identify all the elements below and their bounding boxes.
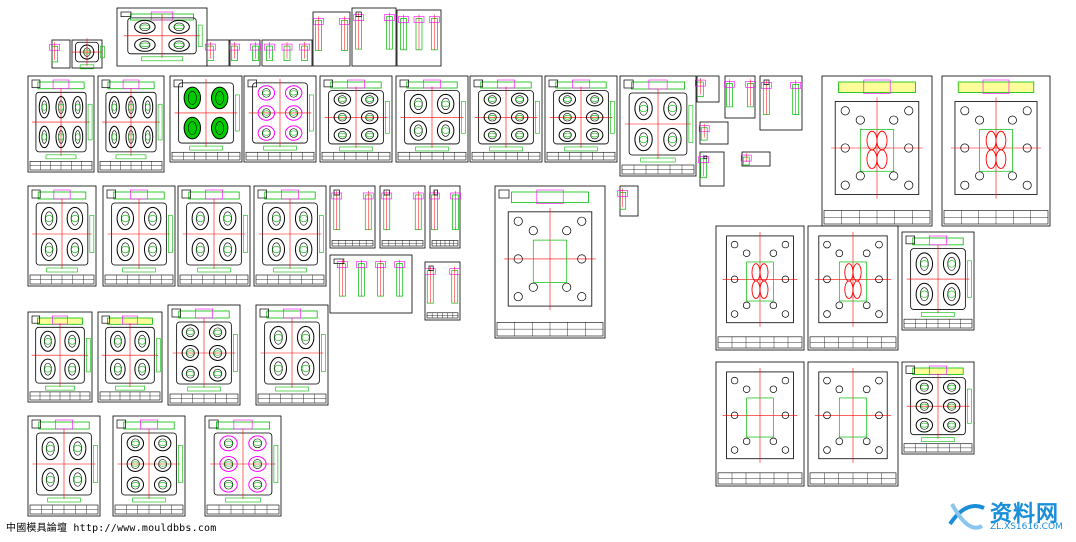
title-block <box>114 504 184 515</box>
drawing-sheet <box>619 75 697 177</box>
drawing-sheet <box>319 75 393 163</box>
title-block <box>29 391 91 401</box>
drawing-sheet <box>27 75 95 173</box>
drawing-sheet <box>116 7 208 67</box>
title-block <box>809 336 897 349</box>
drawing-sheet <box>205 39 230 67</box>
drawing-sheet <box>112 415 186 517</box>
title-block <box>823 210 931 225</box>
drawing-sheet <box>617 185 639 217</box>
title-block <box>431 240 459 247</box>
drawing-sheet <box>807 225 899 351</box>
drawing-sheet <box>243 75 317 163</box>
title-block <box>717 336 803 349</box>
drawing-sheet <box>821 75 933 227</box>
title-block <box>331 240 374 247</box>
drawing-sheet <box>395 75 469 163</box>
drawing-sheet <box>901 361 975 455</box>
title-block <box>426 312 459 319</box>
drawing-sheet <box>255 304 329 406</box>
title-block <box>255 274 325 285</box>
drawing-sheet <box>379 185 426 249</box>
title-block <box>496 322 604 337</box>
drawing-sheet <box>807 361 899 487</box>
drawing-sheet <box>724 75 756 119</box>
drawing-sheet <box>469 75 543 163</box>
title-block <box>546 151 616 161</box>
drawing-sheet <box>71 38 105 70</box>
title-block <box>397 151 467 161</box>
drawing-sheet <box>97 75 165 173</box>
drawing-sheet <box>901 231 975 331</box>
brand-name: 资料网 <box>990 502 1060 527</box>
drawing-sheet <box>177 185 251 287</box>
title-block <box>943 210 1049 225</box>
brand-watermark: 资料网 ZL.XS1616.COM <box>944 494 1072 538</box>
title-block <box>717 472 803 485</box>
drawing-sheet <box>27 311 93 403</box>
drawing-sheet <box>253 185 327 287</box>
drawing-sheet <box>715 361 805 487</box>
title-block <box>321 151 391 161</box>
drawing-sheet <box>261 39 313 67</box>
drawing-sheet <box>49 39 71 69</box>
title-block <box>99 391 161 401</box>
drawing-sheet <box>698 151 725 187</box>
title-block <box>903 443 973 453</box>
drawing-sheet <box>351 7 397 67</box>
forum-watermark: 中國模具論壇 http://www.mouldbbs.com <box>6 523 217 534</box>
title-block <box>29 161 93 171</box>
title-block <box>903 318 973 329</box>
drawing-sheet <box>544 75 618 163</box>
drawing-sheet <box>329 185 376 249</box>
title-block <box>29 274 95 285</box>
title-block <box>179 274 249 285</box>
title-block <box>206 504 280 515</box>
title-block <box>257 393 327 404</box>
drawing-sheet <box>494 185 606 339</box>
drawing-sheet <box>694 75 720 103</box>
title-block <box>245 151 315 161</box>
drawing-sheet <box>27 185 97 287</box>
drawing-sheet <box>97 311 163 403</box>
title-block <box>381 240 424 247</box>
drawing-sheet <box>27 415 101 517</box>
xs-logo-icon <box>948 503 985 530</box>
drawing-sheet <box>102 185 176 287</box>
title-block <box>104 274 174 285</box>
drawing-sheet <box>204 415 282 517</box>
drawing-sheet <box>329 254 413 314</box>
title-block <box>171 151 241 161</box>
drawing-sheet <box>396 9 442 67</box>
drawing-sheet <box>740 151 771 167</box>
title-block <box>99 161 163 171</box>
brand-url: ZL.XS1616.COM <box>990 522 1063 532</box>
drawing-sheet <box>424 261 461 321</box>
title-block <box>621 164 695 175</box>
drawing-sheet <box>312 11 351 67</box>
drawing-sheet <box>429 185 461 249</box>
drawing-sheet <box>169 75 243 163</box>
title-block <box>169 393 239 404</box>
title-block <box>471 151 541 161</box>
drawing-sheet <box>167 304 241 406</box>
drawing-sheet <box>941 75 1051 227</box>
drawing-sheet <box>759 75 803 131</box>
title-block <box>809 472 897 485</box>
drawing-sheet <box>698 121 729 145</box>
drawing-sheet <box>715 225 805 351</box>
title-block <box>29 504 99 515</box>
drawing-sheet <box>229 39 261 67</box>
